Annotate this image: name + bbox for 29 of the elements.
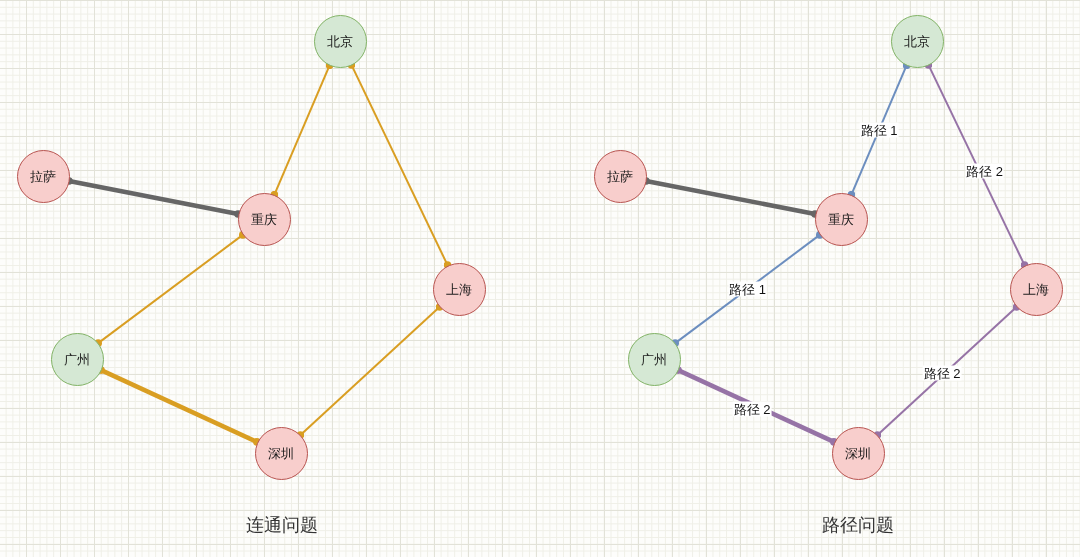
city-label: 拉萨 [607,168,633,184]
edge-label: 路径 2 [922,365,962,381]
connector-line [924,61,1029,269]
city-label: 上海 [446,281,472,297]
city-label: 北京 [904,33,930,49]
city-label: 拉萨 [30,168,56,184]
edge-label: 路径 2 [965,163,1004,179]
city-label: 重庆 [251,211,277,227]
city-label: 深圳 [845,445,871,461]
city-label: 上海 [1023,281,1049,297]
connector-line [674,366,838,446]
edge-label: 路径 1 [859,122,899,138]
city-label: 深圳 [268,445,294,461]
connector-line [97,366,261,446]
connector-line [847,61,911,199]
city-label: 广州 [641,351,667,367]
edge-label: 路径 2 [732,401,772,417]
connector-line [873,303,1021,439]
diagram-caption: 连通问题 [246,514,318,536]
connector-line [94,231,247,347]
diagram-caption: 路径问题 [822,514,894,536]
city-label: 广州 [64,351,90,367]
edge-label: 路径 1 [728,281,767,297]
city-label: 重庆 [828,211,854,227]
connector-line [671,231,824,347]
connector-line [296,303,444,439]
connector-line [270,61,334,199]
connector-line [347,61,452,269]
city-label: 北京 [327,33,353,49]
